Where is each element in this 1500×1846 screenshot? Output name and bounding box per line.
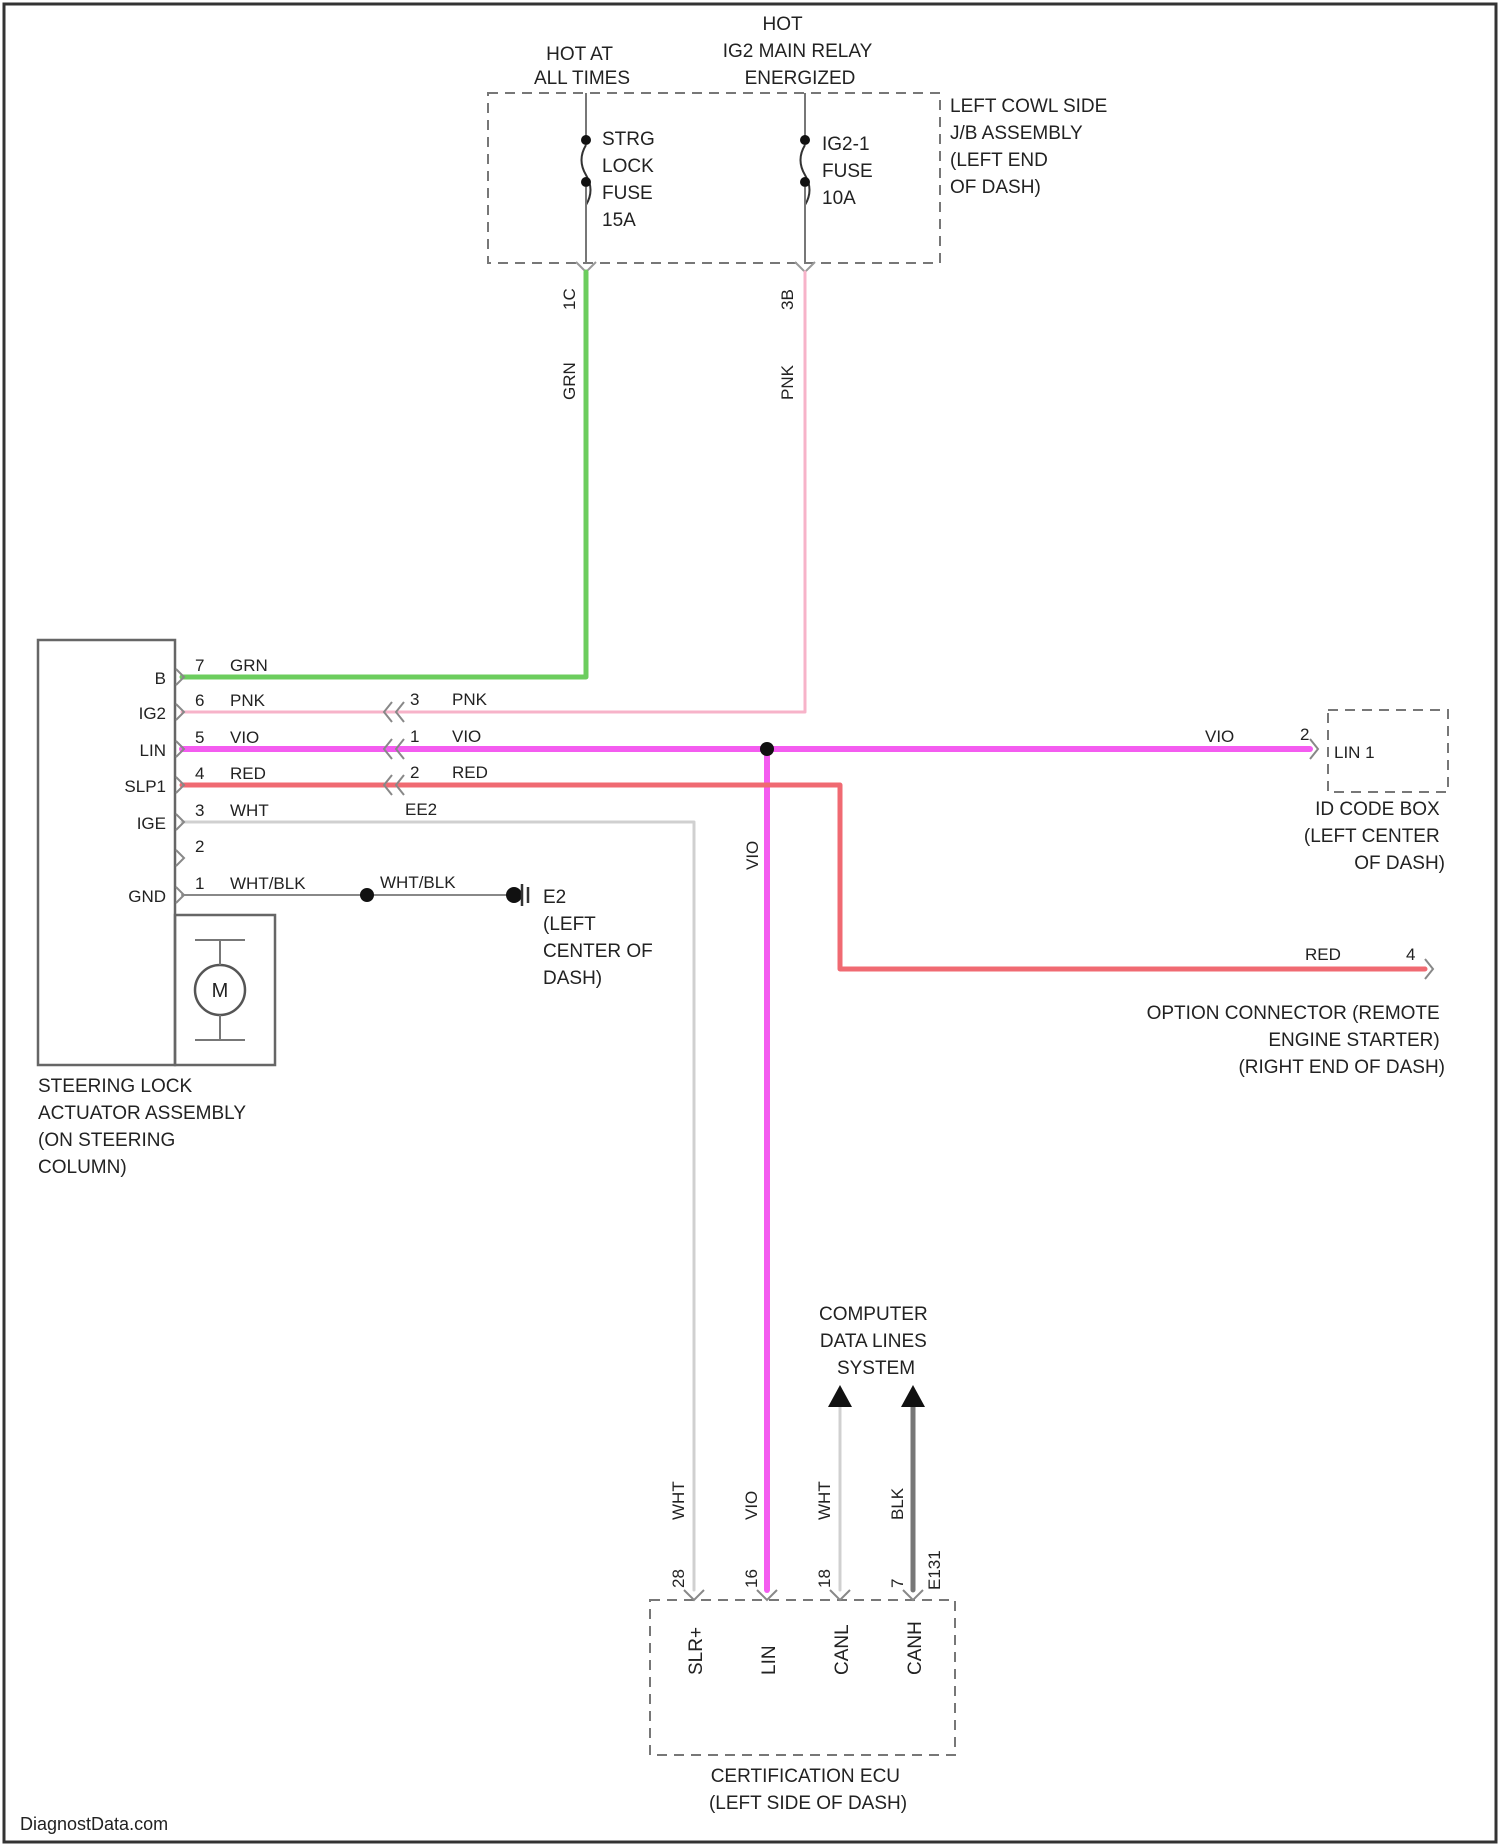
- ecu-connector-code: E131: [925, 1550, 944, 1590]
- actuator-pin-number: 5: [195, 728, 204, 747]
- actuator-pin-5: LIN 5 VIO: [140, 728, 260, 760]
- ecu-pin-number: 28: [669, 1569, 688, 1588]
- data-lines-arrow-canl: [828, 1385, 852, 1407]
- id-box-terminal: LIN 1: [1334, 743, 1375, 762]
- diagram-frame: [4, 4, 1496, 1842]
- ecu-wire-color: WHT: [669, 1481, 688, 1520]
- actuator-pin-name: GND: [128, 887, 166, 906]
- red-wire: [182, 785, 1425, 969]
- grn-wire: [182, 272, 586, 677]
- ig2-1-fuse: [800, 93, 810, 262]
- id-code-box-label: ID CODE BOX (LEFT CENTER OF DASH): [1304, 799, 1445, 874]
- ground-label: E2 (LEFT CENTER OF DASH): [543, 887, 658, 989]
- ecu-terminal-name: CANH: [905, 1621, 926, 1675]
- hot-ig2-label: HOT IG2 MAIN RELAY ENERGIZED: [723, 14, 878, 89]
- vio-conn-wire: VIO: [452, 727, 481, 746]
- ecu-pin-number: 18: [815, 1569, 834, 1588]
- red-conn-pin: 2: [410, 763, 419, 782]
- opt-pin: 4: [1406, 945, 1415, 964]
- ecu-terminal-name: CANL: [832, 1624, 853, 1675]
- actuator-pin-2: 2: [176, 837, 204, 866]
- grn-wire-label: GRN: [560, 362, 579, 400]
- gnd-splice-dot: [360, 888, 374, 902]
- ecu-wire-color: VIO: [742, 1491, 761, 1520]
- actuator-pin-number: 7: [195, 656, 204, 675]
- actuator-pin-number: 2: [195, 837, 204, 856]
- actuator-pin-wire-color: WHT: [230, 801, 269, 820]
- ecu-terminal-name: SLR+: [686, 1627, 707, 1675]
- ecu-wire-color: BLK: [888, 1487, 907, 1520]
- lin-splice-dot: [760, 742, 774, 756]
- actuator-pin-wire-color: WHT/BLK: [230, 874, 306, 893]
- red-conn-wire: RED: [452, 763, 488, 782]
- actuator-pin-number: 6: [195, 691, 204, 710]
- wht-wire: [182, 822, 694, 1590]
- vio-conn-pin: 1: [410, 727, 419, 746]
- data-lines-arrow-canh: [901, 1385, 925, 1407]
- actuator-pin-wire-color: PNK: [230, 691, 266, 710]
- ecu-terminal-name: LIN: [759, 1645, 780, 1675]
- ecu-connectors: [684, 1590, 923, 1600]
- strg-lock-fuse: [581, 93, 591, 262]
- actuator-pin-1: GND 1 WHT/BLK: [128, 874, 306, 906]
- hot-always-label: HOT AT ALL TIMES: [534, 44, 630, 89]
- opt-wire-label: RED: [1305, 945, 1341, 964]
- vio-vertical-label: VIO: [743, 841, 762, 870]
- id-box-wire-label: VIO: [1205, 727, 1234, 746]
- actuator-pin-number: 4: [195, 764, 204, 783]
- actuator-pin-4: SLP1 4 RED: [124, 764, 266, 796]
- ig2-1-fuse-label: IG2-1 FUSE 10A: [822, 134, 878, 209]
- actuator-pin-number: 3: [195, 801, 204, 820]
- actuator-pin-name: SLP1: [124, 777, 166, 796]
- jb-pin-3b: 3B: [778, 289, 797, 310]
- actuator-pin-name: IG2: [139, 704, 166, 723]
- ecu-pin-number: 7: [888, 1579, 907, 1588]
- pnk-conn-pin: 3: [410, 690, 419, 709]
- actuator-pin-wire-color: GRN: [230, 656, 268, 675]
- junction-block-label: LEFT COWL SIDE J/B ASSEMBLY (LEFT END OF…: [950, 96, 1113, 198]
- data-lines-label: COMPUTER DATA LINES SYSTEM: [819, 1304, 933, 1379]
- jb-pin-1c: 1C: [560, 288, 579, 310]
- actuator-pin-6: IG2 6 PNK: [139, 691, 266, 723]
- pnk-conn-wire: PNK: [452, 690, 488, 709]
- actuator-label: STEERING LOCK ACTUATOR ASSEMBLY (ON STEE…: [38, 1076, 251, 1178]
- wht-conn-code: EE2: [405, 800, 437, 819]
- ecu-wire-color: WHT: [815, 1481, 834, 1520]
- actuator-pin-wire-color: RED: [230, 764, 266, 783]
- actuator-pin-3: IGE 3 WHT: [137, 801, 269, 833]
- ecu-pin-number: 16: [742, 1569, 761, 1588]
- gnd-conn-wire: WHT/BLK: [380, 873, 456, 892]
- actuator-pin-name: LIN: [140, 741, 166, 760]
- pnk-wire-label: PNK: [778, 364, 797, 400]
- actuator-pin-number: 1: [195, 874, 204, 893]
- certification-ecu-label: CERTIFICATION ECU (LEFT SIDE OF DASH): [709, 1766, 907, 1814]
- watermark: DiagnostData.com: [20, 1814, 168, 1834]
- actuator-pin-wire-color: VIO: [230, 728, 259, 747]
- ground-symbol: [506, 884, 528, 906]
- option-connector-label: OPTION CONNECTOR (REMOTE ENGINE STARTER)…: [1147, 1003, 1445, 1078]
- motor-label: M: [212, 980, 229, 1002]
- actuator-pin-name: B: [155, 669, 166, 688]
- actuator-pin-name: IGE: [137, 814, 166, 833]
- pnk-wire: [182, 272, 805, 712]
- id-box-pin: 2: [1300, 725, 1309, 744]
- strg-lock-fuse-label: STRG LOCK FUSE 15A: [602, 129, 660, 231]
- actuator-pin-7: B 7 GRN: [155, 656, 268, 688]
